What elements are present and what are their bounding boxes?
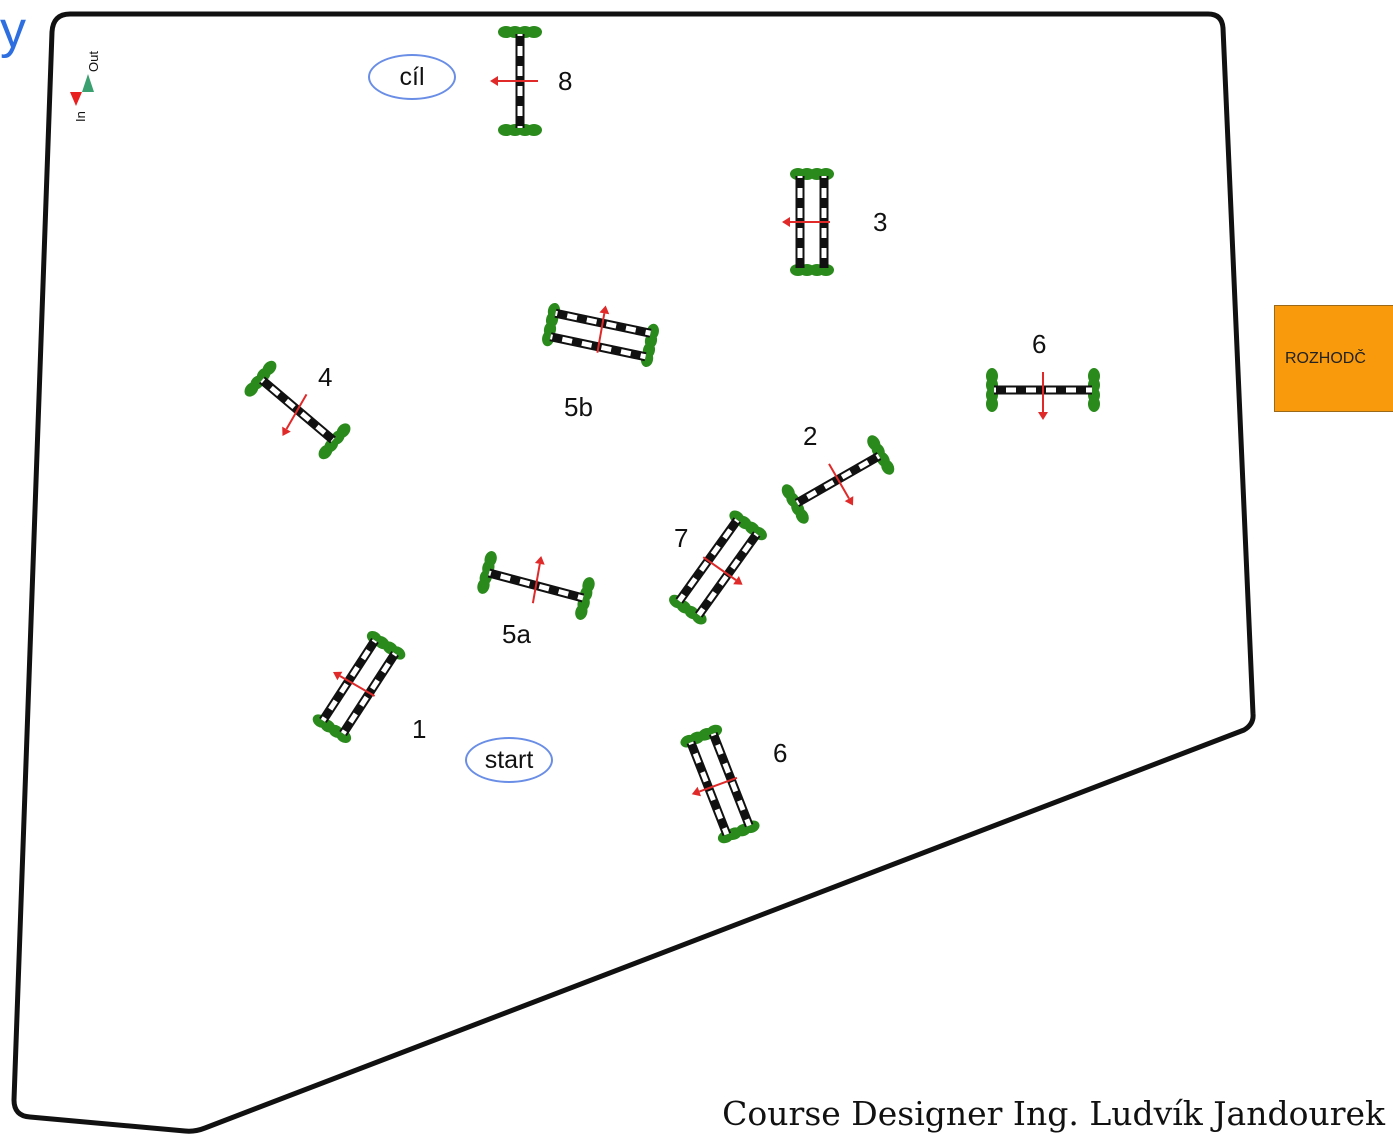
fence-7-arrowhead-icon	[733, 576, 743, 585]
fence-1-direction-arrow	[339, 675, 376, 697]
fence-8-start-bush-3	[498, 26, 514, 38]
fence-4-end-bush-3	[318, 444, 333, 460]
fence-8-end-bush-3	[498, 124, 514, 136]
fence-8-arrowhead-icon	[490, 76, 498, 86]
fence-5a	[477, 551, 595, 620]
fence-8	[490, 26, 542, 136]
fence-2-arrowhead-icon	[844, 496, 854, 506]
fence-7-rail-0-pole-stripes	[677, 518, 740, 603]
fence-2	[781, 435, 895, 524]
fence-label-6-right: 6	[1032, 329, 1047, 359]
fence-7-direction-arrow	[702, 556, 737, 581]
fence-5b-rail-0-pole-stripes	[550, 334, 647, 360]
fence-6-bottom-arrowhead-icon	[691, 786, 701, 797]
fence-6-bottom-rail-0-pole-stripes	[688, 741, 730, 836]
in-out-arrows-icon	[70, 74, 94, 106]
out-label: Out	[86, 51, 101, 72]
fence-6-right-end-bush-3	[1088, 396, 1100, 412]
fence-1	[312, 631, 406, 743]
fence-6-bottom	[680, 724, 760, 844]
fence-label-1: 1	[412, 714, 427, 744]
fence-label-2: 2	[803, 421, 818, 451]
fence-label-4: 4	[318, 362, 333, 392]
fence-5b	[542, 302, 659, 368]
fence-2-rail-0-pole-stripes	[795, 453, 881, 506]
fence-4-arrowhead-icon	[282, 426, 291, 436]
fence-1-rail-0-pole-stripes	[320, 639, 378, 722]
in-label: In	[73, 111, 88, 122]
judge-box: ROZHODČ	[1274, 305, 1393, 412]
fence-5a-arrowhead-icon	[534, 556, 545, 565]
fence-6-right-start-bush-3	[986, 396, 998, 412]
fence-2-direction-arrow	[828, 463, 850, 500]
arena-outline	[11, 11, 1256, 1134]
fence-label-7: 7	[674, 523, 689, 553]
fence-5a-rail-0-pole-stripes	[488, 570, 584, 601]
fence-7-rail-1-pole-stripes	[696, 532, 759, 617]
in-arrow-icon	[70, 92, 82, 106]
fence-4-start-bush-3	[244, 382, 259, 397]
out-arrow-icon	[82, 74, 94, 92]
fence-label-3: 3	[873, 207, 888, 237]
fence-label-5b: 5b	[564, 392, 593, 422]
fence-3-arrowhead-icon	[782, 217, 790, 227]
fence-4-rail-0-pole-stripes	[260, 378, 335, 442]
fence-5a-start-bush-3	[477, 578, 490, 594]
fence-5b-arrowhead-icon	[599, 305, 610, 315]
fence-1-rail-1-pole-stripes	[340, 652, 398, 735]
fence-7	[669, 510, 767, 625]
fence-6-bottom-rail-1-pole-stripes	[710, 732, 752, 827]
fence-5a-direction-arrow	[531, 563, 541, 604]
fence-6-right-arrowhead-icon	[1038, 412, 1048, 420]
finish-marker: cíl	[368, 54, 456, 100]
fence-4	[244, 360, 351, 460]
fence-1-arrowhead-icon	[333, 671, 343, 681]
fence-6-bottom-direction-arrow	[698, 776, 738, 793]
course-designer-credit: Course Designer Ing. Ludvík Jandourek	[722, 1094, 1385, 1133]
fence-label-6-bottom: 6	[773, 738, 788, 768]
fence-4-direction-arrow	[285, 393, 308, 430]
fence-2-end-bush-3	[881, 459, 895, 475]
fence-5b-direction-arrow	[596, 313, 606, 353]
fence-3	[782, 168, 834, 276]
fence-label-8: 8	[558, 66, 573, 96]
in-out-legend: In Out	[68, 40, 102, 124]
fence-6-right	[986, 368, 1100, 420]
fence-label-5a: 5a	[502, 619, 531, 649]
fence-layer	[244, 26, 1100, 844]
fence-5a-end-bush-3	[575, 604, 588, 620]
fence-5b-rail-1-pole-stripes	[554, 310, 651, 336]
corner-letter: y	[0, 1, 26, 59]
start-marker: start	[465, 737, 553, 783]
fence-2-start-bush-3	[795, 508, 809, 524]
